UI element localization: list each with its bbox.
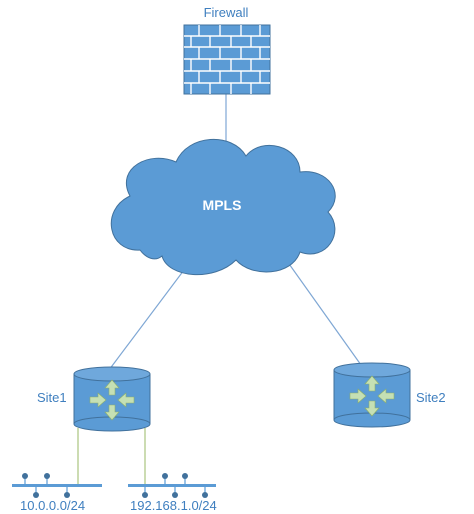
site2-label: Site2 — [416, 390, 446, 405]
lan-segment-1[interactable]: 10.0.0.0/24 — [12, 473, 102, 513]
firewall-icon — [183, 24, 271, 95]
mpls-cloud-node[interactable]: MPLS — [110, 138, 336, 276]
lan-bus-icon — [128, 473, 216, 498]
firewall-node[interactable]: Firewall — [183, 5, 271, 95]
cloud-site1-link — [102, 261, 191, 379]
subnet-label: 192.168.1.0/24 — [130, 498, 217, 513]
site1-label: Site1 — [37, 390, 67, 405]
firewall-label: Firewall — [204, 5, 249, 20]
cloud-site2-link — [281, 253, 367, 373]
router-icon — [73, 366, 151, 432]
lan-bus-icon — [12, 473, 102, 498]
site2-router-node[interactable]: Site2 — [333, 362, 446, 428]
mpls-label: MPLS — [203, 197, 242, 213]
cloud-icon — [110, 138, 336, 276]
router-icon — [333, 362, 411, 428]
subnet-label: 10.0.0.0/24 — [20, 498, 85, 513]
lan-segment-2[interactable]: 192.168.1.0/24 — [128, 473, 217, 513]
site1-router-node[interactable]: Site1 — [37, 366, 151, 432]
